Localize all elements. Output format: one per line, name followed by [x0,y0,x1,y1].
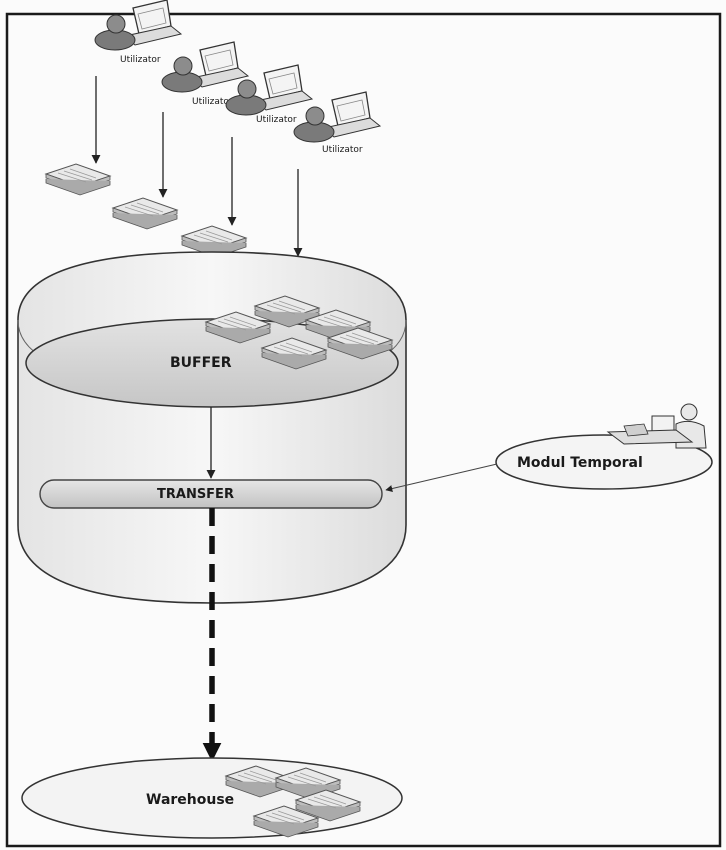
user-laptop-icon [161,41,249,93]
user-label: Utilizator [120,55,161,65]
buffer-label: BUFFER [170,355,232,371]
user-laptop-icon [94,0,182,51]
transfer-label: TRANSFER [157,487,234,502]
user-label: Utilizator [192,97,233,107]
temporal-module-ellipse [495,434,713,490]
user-label: Utilizator [322,145,363,155]
outer-frame [5,12,722,848]
warehouse-label: Warehouse [146,792,234,808]
operator-desk-icon [606,403,707,449]
temporal-to-transfer-arrow [385,463,498,492]
buffer-area [25,318,399,408]
document-stack-icon [112,197,178,230]
document-stack-icon [45,163,111,196]
temporal-module-label: Modul Temporal [517,455,643,471]
user-label: Utilizator [256,115,297,125]
